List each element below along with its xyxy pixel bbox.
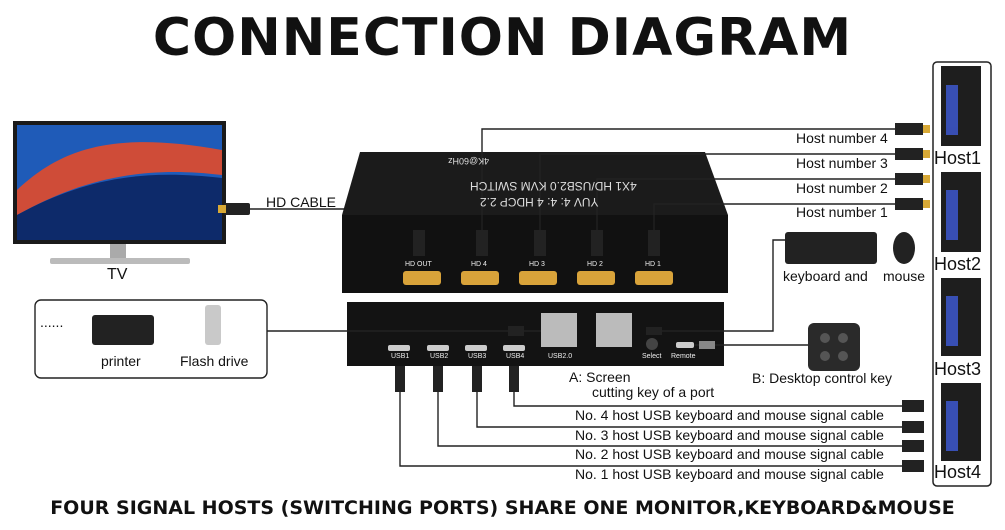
hdmi-port-label: HD 2	[587, 261, 603, 268]
usb-cable-2-label: No. 2 host USB keyboard and mouse signal…	[575, 446, 884, 462]
host4-label: Host4	[934, 462, 982, 482]
usb-cable-4-label: No. 4 host USB keyboard and mouse signal…	[575, 407, 884, 423]
hdmi-port-label: HD 3	[529, 261, 545, 268]
usb-port-label: USB3	[468, 353, 487, 360]
hdmi-port-label: HD OUT	[405, 261, 432, 268]
device-spec-text: YUV 4: 4: 4 HDCP 2.2	[480, 195, 599, 209]
hdmi-port-label: HD 4	[471, 261, 487, 268]
usb-port-label: USB2	[430, 353, 449, 360]
host-number-2-label: Host number 2	[796, 180, 888, 196]
mouse-label: mouse	[883, 268, 926, 284]
more-devices-dots: ......	[40, 314, 64, 330]
key-b-label: B: Desktop control key	[752, 370, 893, 386]
keyboard	[785, 232, 877, 264]
select-label: Select	[642, 353, 662, 360]
flash-drive-label: Flash drive	[180, 353, 249, 369]
host-hdmi-cables	[481, 128, 895, 230]
hosts-frame	[932, 61, 992, 487]
printer-label: printer	[101, 353, 141, 369]
peripherals-box	[34, 299, 268, 379]
usb-host-cables	[399, 392, 905, 467]
hdmi-ports	[403, 271, 673, 285]
hd-cable-plug	[224, 203, 250, 215]
key-a-desc: cutting key of a port	[592, 384, 715, 400]
tv	[13, 121, 226, 264]
usb-port-label: USB4	[506, 353, 525, 360]
flash-drive	[205, 305, 221, 345]
usb-cable-3-label: No. 3 host USB keyboard and mouse signal…	[575, 427, 884, 443]
host-number-1-label: Host number 1	[796, 204, 888, 220]
device-model-text: 4X1 HD/USB2.0 KVM SWITCH	[470, 179, 637, 193]
host2-label: Host2	[934, 254, 982, 274]
tv-label: TV	[107, 266, 128, 283]
page-title: CONNECTION DIAGRAM	[152, 8, 853, 68]
usb-cable-1-label: No. 1 host USB keyboard and mouse signal…	[575, 466, 884, 482]
remote-label: Remote	[671, 353, 696, 360]
host-number-4-label: Host number 4	[796, 130, 888, 146]
hdmi-port-label: HD 1	[645, 261, 661, 268]
keyboard-cable	[660, 239, 785, 332]
usb-port-label: USB1	[391, 353, 410, 360]
hdmi-plugs	[413, 123, 923, 256]
hd-cable-label: HD CABLE	[266, 194, 337, 210]
mouse	[893, 232, 915, 264]
desktop-control-key	[808, 323, 860, 371]
key-a-label: A: Screen	[569, 369, 631, 385]
host1-label: Host1	[934, 148, 982, 168]
footer-caption: FOUR SIGNAL HOSTS (SWITCHING PORTS) SHAR…	[50, 497, 955, 519]
host3-label: Host3	[934, 359, 982, 379]
printer	[92, 315, 154, 345]
keyboard-label: keyboard and	[783, 268, 868, 284]
usb2-label: USB2.0	[548, 353, 573, 360]
device-badge: 4K@60Hz	[448, 156, 490, 166]
host-number-3-label: Host number 3	[796, 155, 888, 171]
